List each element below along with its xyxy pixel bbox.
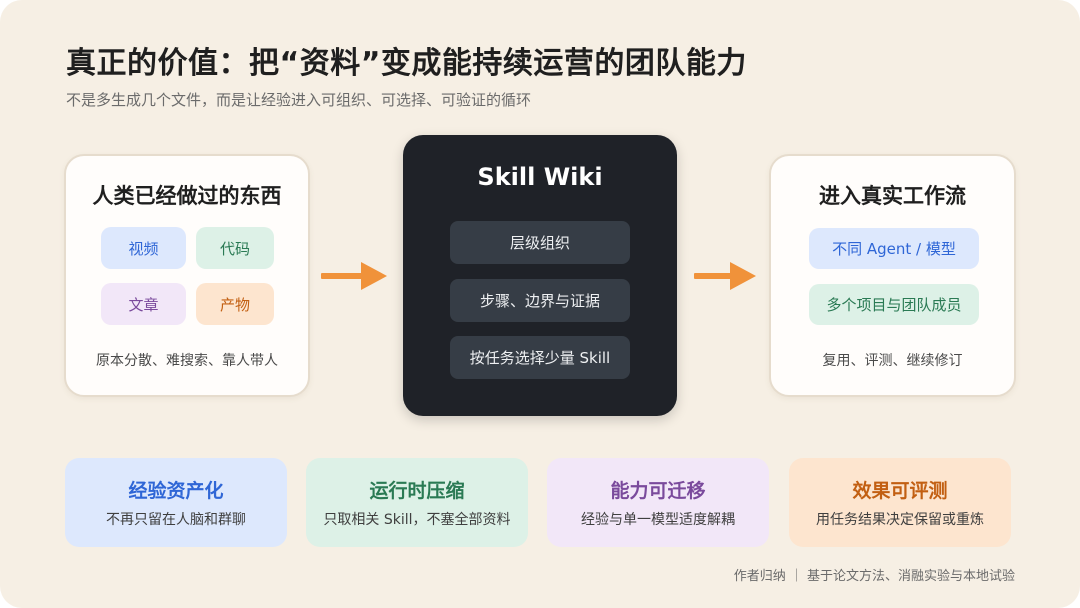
arrow-right-icon [694,262,756,290]
feature-transfer-title: 能力可迁移 [610,480,706,502]
page-subtitle: 不是多生成几个文件，而是让经验进入可组织、可选择、可验证的循环 [66,91,532,109]
skill-wiki-item-steps: 步骤、边界与证据 [450,279,630,322]
human-work-note: 原本分散、难搜索、靠人带人 [96,353,278,369]
skill-wiki-item-hierarchy: 层级组织 [450,221,630,264]
feature-compress-title: 运行时压缩 [369,480,465,502]
chip-video: 视频 [101,227,186,269]
feature-asset-title: 经验资产化 [128,480,224,502]
chip-team: 多个项目与团队成员 [809,284,979,325]
feature-compress: 运行时压缩 只取相关 Skill，不塞全部资料 [306,458,528,547]
feature-evaluate-title: 效果可评测 [852,480,948,502]
feature-evaluate-text: 用任务结果决定保留或重炼 [816,512,984,528]
arrow-right-icon [321,262,387,290]
workflow-card: 进入真实工作流 不同 Agent / 模型 多个项目与团队成员 复用、评测、继续… [769,154,1016,397]
feature-asset: 经验资产化 不再只留在人脑和群聊 [65,458,287,547]
feature-compress-text: 只取相关 Skill，不塞全部资料 [323,512,511,528]
page-title: 真正的价值：把“资料”变成能持续运营的团队能力 [66,46,747,81]
feature-evaluate: 效果可评测 用任务结果决定保留或重炼 [789,458,1011,547]
footer-credit: 作者归纳 ｜ 基于论文方法、消融实验与本地试验 [733,569,1015,584]
chip-agents: 不同 Agent / 模型 [809,228,979,269]
feature-transfer-text: 经验与单一模型适度解耦 [581,512,735,528]
workflow-title: 进入真实工作流 [819,184,966,208]
chip-article: 文章 [101,283,186,325]
chip-artifact: 产物 [196,283,274,325]
human-work-title: 人类已经做过的东西 [92,184,282,208]
workflow-note: 复用、评测、继续修订 [822,353,963,369]
human-work-card: 人类已经做过的东西 视频 代码 文章 产物 原本分散、难搜索、靠人带人 [64,154,310,397]
chip-code: 代码 [196,227,274,269]
skill-wiki-title: Skill Wiki [477,163,603,191]
feature-asset-text: 不再只留在人脑和群聊 [106,512,246,528]
feature-transfer: 能力可迁移 经验与单一模型适度解耦 [547,458,769,547]
skill-wiki-item-select: 按任务选择少量 Skill [450,336,630,379]
